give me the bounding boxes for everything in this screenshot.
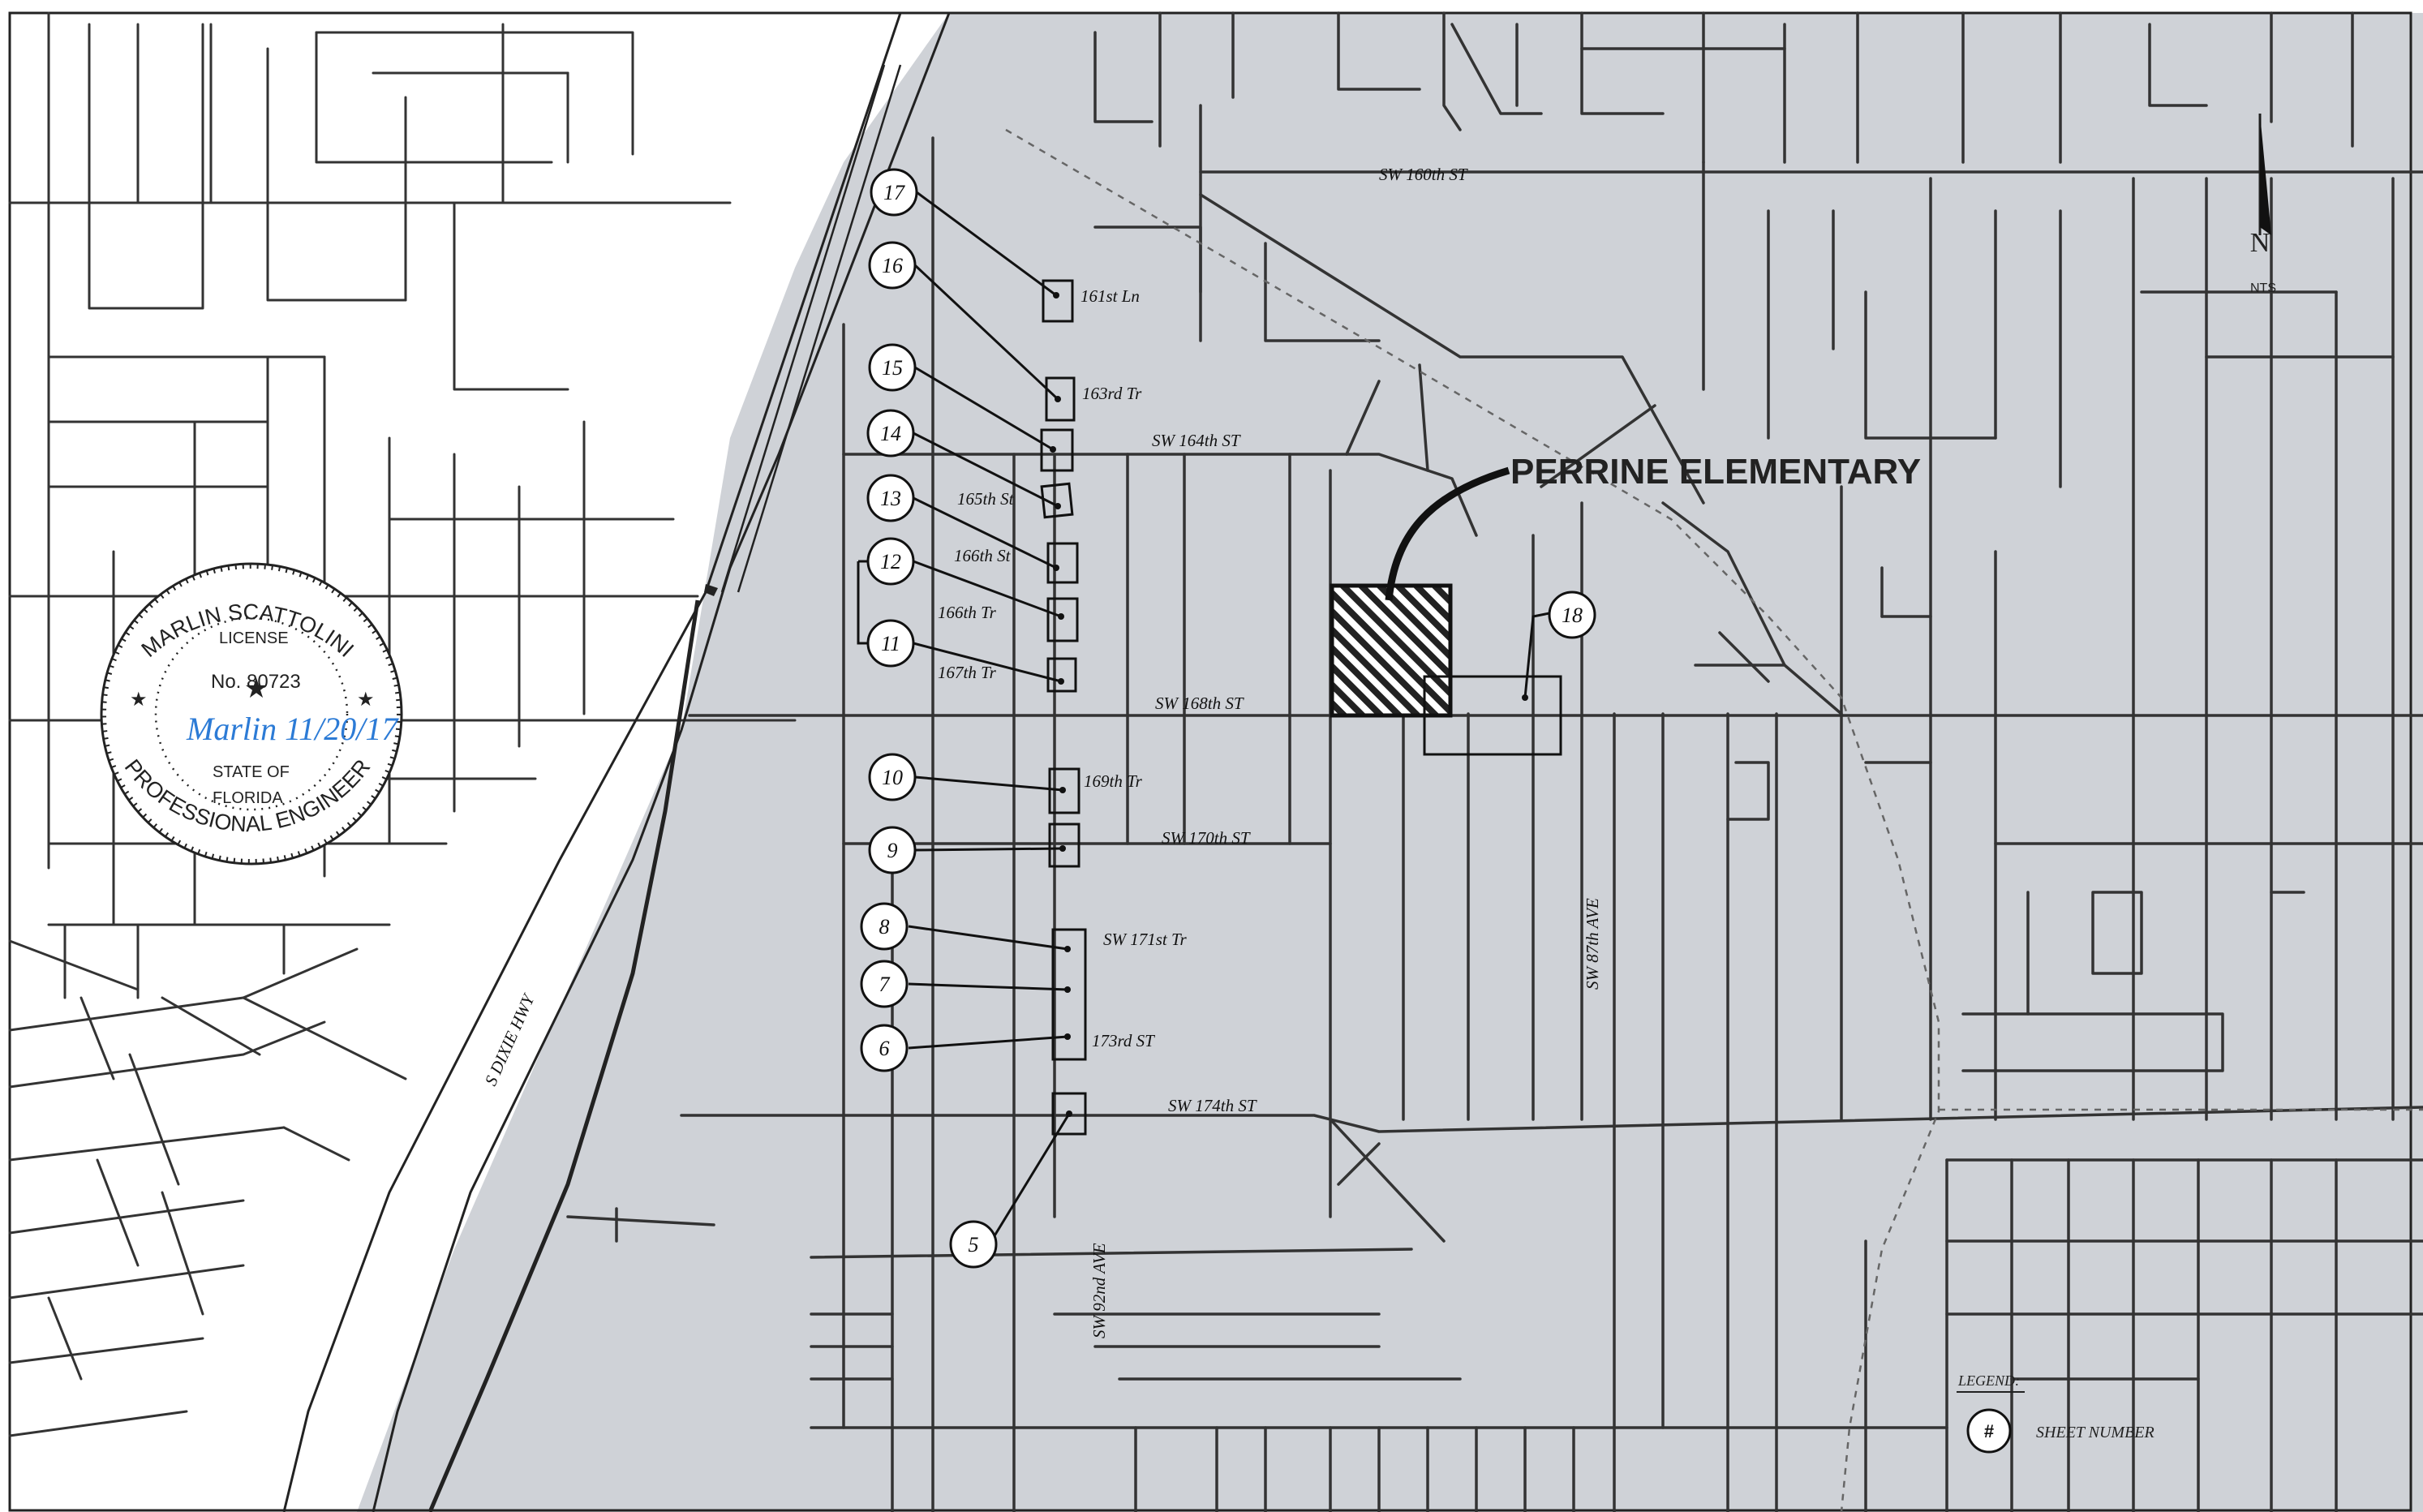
sheet-box-10[interactable]: [1048, 767, 1080, 814]
street-label-sw-170th: SW 170th ST: [1162, 828, 1251, 848]
perrine-elementary-site[interactable]: [1330, 583, 1453, 718]
street-label-sw-171st-tr: SW 171st Tr: [1103, 930, 1188, 949]
seal-signature: Marlin 11/20/17: [186, 711, 399, 747]
sheet-bubble-6[interactable]: 6: [860, 1024, 909, 1072]
svg-text:13: 13: [880, 487, 901, 510]
scale-note: NTS: [2250, 281, 2276, 295]
sheet-bubble-18[interactable]: 18: [1548, 591, 1596, 639]
sheet-bubble-16[interactable]: 16: [868, 241, 917, 290]
seal-state: FLORIDA: [213, 789, 283, 807]
street-label-173rd-st: 173rd ST: [1092, 1031, 1155, 1050]
svg-text:5: 5: [969, 1233, 979, 1256]
sheet-bubble-11[interactable]: 11: [866, 619, 915, 668]
seal-state-of: STATE OF: [213, 763, 290, 781]
seal-number: No. 80723: [211, 671, 301, 693]
sheet-bubble-7[interactable]: 7: [860, 960, 909, 1008]
svg-text:8: 8: [879, 915, 890, 939]
svg-text:10: 10: [882, 766, 903, 789]
sheet-bubble-15[interactable]: 15: [868, 343, 917, 392]
sheet-bubble-12[interactable]: 12: [866, 537, 915, 586]
sheet-box-15[interactable]: [1040, 428, 1074, 472]
svg-text:★: ★: [130, 689, 148, 711]
sheet-box-16[interactable]: [1045, 376, 1076, 422]
legend-symbol: #: [1984, 1421, 1994, 1441]
street-label-163rd-tr: 163rd Tr: [1082, 384, 1142, 403]
sheet-bubble-17[interactable]: 17: [870, 168, 918, 217]
street-label-sw-92nd-ave: SW 92nd AVE: [1089, 1243, 1109, 1338]
street-label-166th-tr: 166th Tr: [938, 603, 997, 622]
dashed-boundary: [1005, 128, 2423, 1512]
sheet-box-17[interactable]: [1042, 279, 1074, 323]
sheet-18-box[interactable]: [1423, 612, 1562, 756]
engineer-seal: MARLIN SCATTOLINI PROFESSIONAL ENGINEER …: [100, 562, 403, 866]
sheet-bubble-5[interactable]: 5: [949, 1220, 998, 1269]
street-label-sw-87th-ave: SW 87th AVE: [1583, 898, 1602, 990]
street-label-sw-164th: SW 164th ST: [1152, 431, 1241, 450]
sheet-box-12[interactable]: [1046, 597, 1079, 642]
svg-text:16: 16: [882, 254, 903, 277]
sheet-boxes: [1040, 279, 1087, 1136]
svg-text:★: ★: [357, 689, 375, 711]
sheet-box-5[interactable]: [1051, 1092, 1087, 1136]
leader-lines: [857, 191, 1072, 1242]
legend-symbol-circle: [1966, 1408, 2012, 1454]
street-label-161st-ln: 161st Ln: [1080, 286, 1140, 306]
sheet-box-14[interactable]: [1040, 482, 1074, 519]
svg-text:18: 18: [1562, 604, 1583, 627]
school-label: PERRINE ELEMENTARY: [1510, 452, 1921, 492]
north-arrow: N NTS: [2250, 114, 2276, 295]
street-label-sw-168th: SW 168th ST: [1155, 694, 1244, 713]
street-label-165th-st: 165th St: [957, 489, 1015, 509]
school-callout-arrow: [1385, 466, 1510, 601]
sheet-box-9[interactable]: [1048, 823, 1080, 868]
street-label-sw-174th: SW 174th ST: [1168, 1096, 1257, 1115]
east-street-grid: [566, 11, 2423, 1512]
street-label-166th-st: 166th St: [954, 546, 1012, 565]
legend-title: LEGEND:: [1957, 1372, 2020, 1389]
svg-text:6: 6: [879, 1037, 890, 1060]
svg-text:17: 17: [883, 181, 905, 204]
sheet-number-bubbles: 17 16 15 14 13 12 11 10 9 8 7 6 5 18: [860, 168, 1596, 1269]
svg-text:15: 15: [882, 356, 903, 380]
s-dixie-highway: [282, 12, 951, 1512]
sheet-box-11[interactable]: [1046, 657, 1077, 693]
street-label-167th-tr: 167th Tr: [938, 663, 997, 682]
legend-description: SHEET NUMBER: [2036, 1424, 2154, 1441]
svg-text:12: 12: [880, 550, 901, 573]
street-label-sw-160th: SW 160th ST: [1379, 165, 1468, 184]
svg-text:★: ★: [244, 673, 269, 704]
svg-text:14: 14: [880, 422, 901, 445]
sheet-bubble-14[interactable]: 14: [866, 409, 915, 457]
street-label-169th-tr: 169th Tr: [1084, 771, 1143, 791]
legend: LEGEND: # SHEET NUMBER: [1957, 1372, 2154, 1454]
svg-text:7: 7: [879, 973, 891, 996]
sheet-bubble-13[interactable]: 13: [866, 474, 915, 522]
svg-text:9: 9: [887, 839, 898, 862]
sheet-bubble-10[interactable]: 10: [868, 753, 917, 801]
svg-text:11: 11: [881, 632, 900, 655]
sheet-box-6-8[interactable]: [1051, 928, 1087, 1061]
seal-license: LICENSE: [219, 629, 289, 647]
north-letter: N: [2250, 228, 2270, 258]
sheet-bubble-9[interactable]: 9: [868, 826, 917, 874]
sheet-bubble-8[interactable]: 8: [860, 902, 909, 951]
